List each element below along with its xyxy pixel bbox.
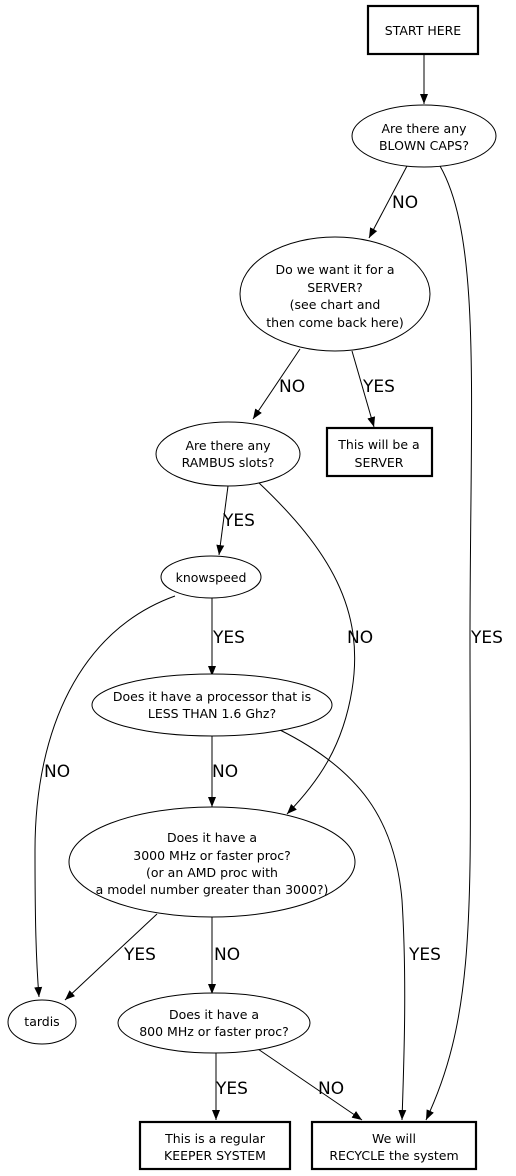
node-tardis-label: tardis — [24, 1014, 59, 1029]
edges: NO YES NO YES YES NO YES NO NO YES YES N… — [34, 54, 503, 1121]
edge-label-server-serverbox: YES — [362, 377, 395, 397]
node-800: Does it have a 800 MHz or faster proc? — [117, 992, 311, 1054]
edge-label-caps-server: NO — [392, 193, 418, 213]
node-recycle-line2: RECYCLE the system — [329, 1148, 458, 1163]
edge-rambus-to-knowspeed — [216, 485, 229, 556]
node-server-box: This will be a SERVER — [325, 426, 434, 478]
edge-label-3000-800: NO — [214, 945, 240, 965]
node-recycle: We will RECYCLE the system — [310, 1120, 478, 1171]
edge-lt16-to-recycle — [279, 729, 407, 1121]
edge-server-to-rambus — [252, 348, 301, 420]
nodes: START HERE Are there any BLOWN CAPS? Do … — [7, 4, 497, 1171]
edge-rambus-to-3000 — [257, 481, 356, 815]
edge-label-800-keeper: YES — [215, 1079, 248, 1099]
node-rambus-line2: RAMBUS slots? — [182, 455, 275, 470]
node-800-line1: Does it have a — [169, 1007, 259, 1022]
edge-label-rambus-3000: NO — [347, 628, 373, 648]
node-caps-line2: BLOWN CAPS? — [379, 138, 469, 153]
node-start-label: START HERE — [385, 23, 462, 38]
edge-caps-to-recycle — [425, 165, 473, 1121]
edge-label-caps-recycle: YES — [470, 628, 503, 648]
node-server-q-line3: (see chart and — [290, 297, 381, 312]
node-server-box-line1: This will be a — [337, 437, 419, 452]
node-server-box-line2: SERVER — [355, 455, 404, 470]
node-3000: Does it have a 3000 MHz or faster proc? … — [68, 806, 356, 918]
node-800-line2: 800 MHz or faster proc? — [139, 1024, 289, 1039]
node-keeper-line1: This is a regular — [164, 1131, 266, 1146]
node-server-question: Do we want it for a SERVER? (see chart a… — [239, 236, 431, 352]
node-keeper: This is a regular KEEPER SYSTEM — [138, 1120, 292, 1171]
edge-caps-to-server — [368, 165, 408, 239]
edge-800-to-recycle — [254, 1046, 363, 1121]
node-lt16: Does it have a processor that is LESS TH… — [91, 673, 333, 737]
edge-label-knowspeed-lt16: YES — [212, 628, 245, 648]
node-3000-line4: a model number greater than 3000?) — [96, 882, 329, 897]
node-rambus: Are there any RAMBUS slots? — [155, 421, 301, 487]
edge-label-800-recycle: NO — [318, 1079, 344, 1099]
node-knowspeed: knowspeed — [160, 555, 262, 599]
node-caps: Are there any BLOWN CAPS? — [351, 104, 497, 168]
node-knowspeed-label: knowspeed — [176, 570, 247, 585]
node-server-q-line4: then come back here) — [266, 315, 404, 330]
node-rambus-line1: Are there any — [185, 438, 271, 453]
node-3000-line2: 3000 MHz or faster proc? — [133, 848, 291, 863]
node-server-q-line2: SERVER? — [307, 280, 363, 295]
node-server-q-line1: Do we want it for a — [276, 262, 395, 277]
edge-label-rambus-knowspeed: YES — [222, 511, 255, 531]
edge-label-knowspeed-tardis: NO — [44, 762, 70, 782]
node-3000-line3: (or an AMD proc with — [146, 865, 278, 880]
edge-3000-to-tardis — [64, 913, 158, 1001]
edge-label-lt16-3000: NO — [212, 762, 238, 782]
node-keeper-line2: KEEPER SYSTEM — [164, 1148, 266, 1163]
node-start: START HERE — [366, 4, 480, 56]
node-3000-line1: Does it have a — [167, 830, 257, 845]
edge-label-server-rambus: NO — [279, 377, 305, 397]
edge-server-to-serverbox — [351, 350, 376, 428]
node-caps-line1: Are there any — [381, 121, 467, 136]
node-lt16-line2: LESS THAN 1.6 Ghz? — [148, 706, 276, 721]
node-lt16-line1: Does it have a processor that is — [113, 689, 311, 704]
edge-label-lt16-recycle: YES — [408, 945, 441, 965]
node-recycle-line1: We will — [372, 1131, 416, 1146]
edge-label-3000-tardis: YES — [123, 945, 156, 965]
node-tardis: tardis — [7, 999, 77, 1045]
edge-knowspeed-to-tardis — [34, 595, 176, 998]
